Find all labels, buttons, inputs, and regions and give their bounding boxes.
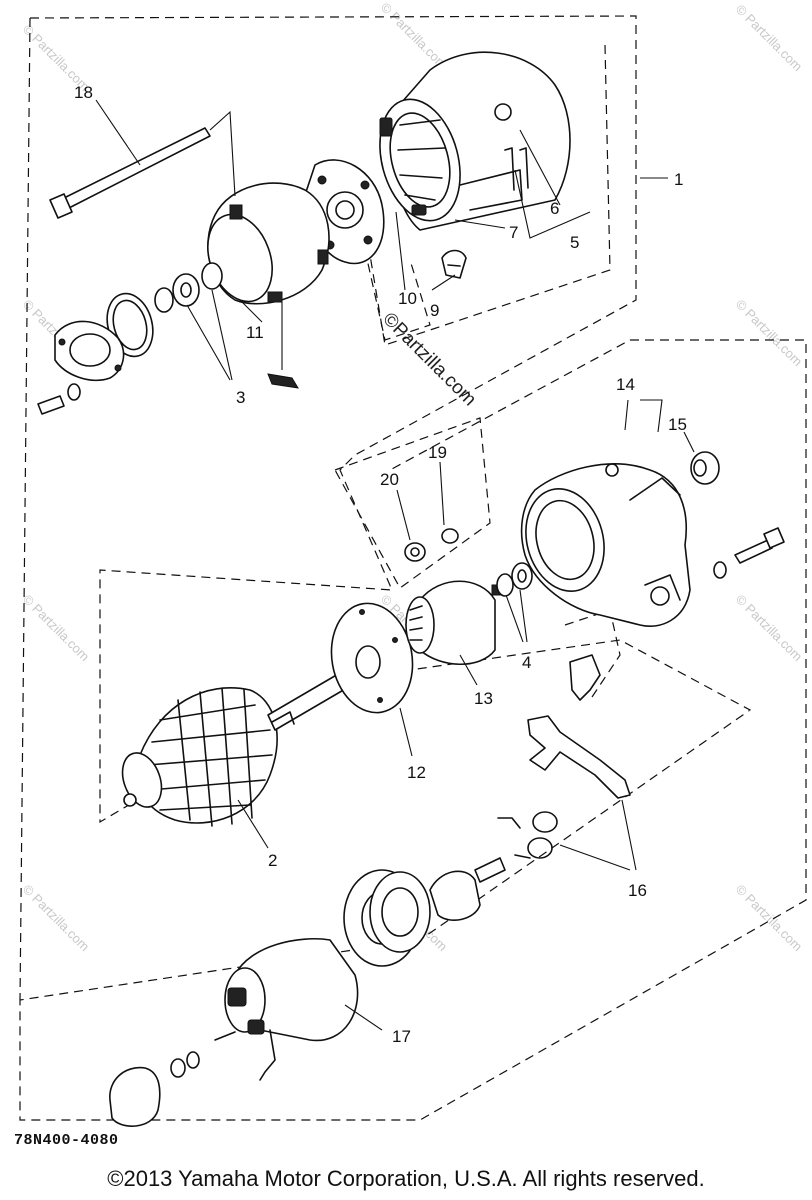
callout-17: 17 bbox=[392, 1027, 411, 1046]
callout-6: 6 bbox=[550, 199, 559, 218]
outer-boundary-left bbox=[19, 17, 31, 1001]
copyright-notice: ©2013 Yamaha Motor Corporation, U.S.A. A… bbox=[107, 1166, 705, 1191]
watermark: © Partzilla.com bbox=[733, 2, 806, 75]
plate-12 bbox=[330, 602, 414, 714]
callout-20: 20 bbox=[380, 470, 399, 489]
callout-4: 4 bbox=[522, 653, 531, 672]
nut-group-boundary bbox=[334, 417, 491, 589]
callout-19: 19 bbox=[428, 443, 447, 462]
callout-3: 3 bbox=[236, 388, 245, 407]
washers-4 bbox=[496, 562, 533, 597]
drawing-code: 78N400-4080 bbox=[14, 1132, 119, 1149]
callout-11: 11 bbox=[246, 323, 264, 342]
callout-7: 7 bbox=[509, 223, 518, 242]
small-clip bbox=[267, 373, 299, 389]
callout-18: 18 bbox=[74, 83, 93, 102]
yoke-assembly bbox=[379, 51, 571, 231]
top-group-boundary bbox=[359, 44, 611, 346]
callout-10: 10 bbox=[398, 289, 417, 308]
callout-5: 5 bbox=[570, 233, 579, 252]
callout-9: 9 bbox=[430, 301, 439, 320]
outer-boundary bbox=[19, 15, 807, 1121]
solenoid-gaskets bbox=[343, 869, 431, 967]
callout-15: 15 bbox=[668, 415, 687, 434]
small-bracket bbox=[569, 654, 601, 701]
through-bolt bbox=[49, 127, 211, 219]
leader-lines bbox=[95, 99, 695, 1031]
watermark: © Partzilla.com bbox=[20, 882, 93, 955]
housing-bolt bbox=[713, 527, 785, 579]
callout-1: 1 bbox=[674, 170, 683, 189]
front-housing bbox=[520, 463, 691, 627]
watermark: © Partzilla.com bbox=[733, 882, 806, 955]
watermark: © Partzilla.com bbox=[378, 0, 451, 72]
rear-cover bbox=[207, 182, 330, 305]
washers-3 bbox=[154, 262, 223, 313]
watermark: © Partzilla.com bbox=[733, 592, 806, 665]
clutch-assembly bbox=[405, 580, 501, 666]
brushes bbox=[441, 249, 467, 279]
armature bbox=[121, 669, 353, 827]
watermark: © Partzilla.com bbox=[20, 592, 93, 665]
terminal-boot bbox=[109, 1051, 200, 1127]
shift-lever bbox=[527, 715, 631, 799]
bushing-15 bbox=[690, 451, 720, 485]
callouts: 1 2 3 4 5 6 7 9 10 11 12 13 14 15 16 17 … bbox=[74, 83, 687, 1046]
watermark: © Partzilla.com bbox=[733, 297, 806, 370]
nut-and-washer bbox=[404, 528, 459, 562]
callout-14: 14 bbox=[616, 375, 635, 394]
bracket-group-boundary bbox=[564, 609, 621, 701]
solenoid-body bbox=[214, 937, 359, 1081]
callout-2: 2 bbox=[268, 851, 277, 870]
callout-12: 12 bbox=[407, 763, 426, 782]
callout-16: 16 bbox=[628, 881, 647, 900]
plunger bbox=[429, 857, 506, 921]
callout-13: 13 bbox=[474, 689, 493, 708]
return-spring bbox=[497, 811, 558, 859]
o-ring-and-end-cap bbox=[37, 292, 154, 415]
